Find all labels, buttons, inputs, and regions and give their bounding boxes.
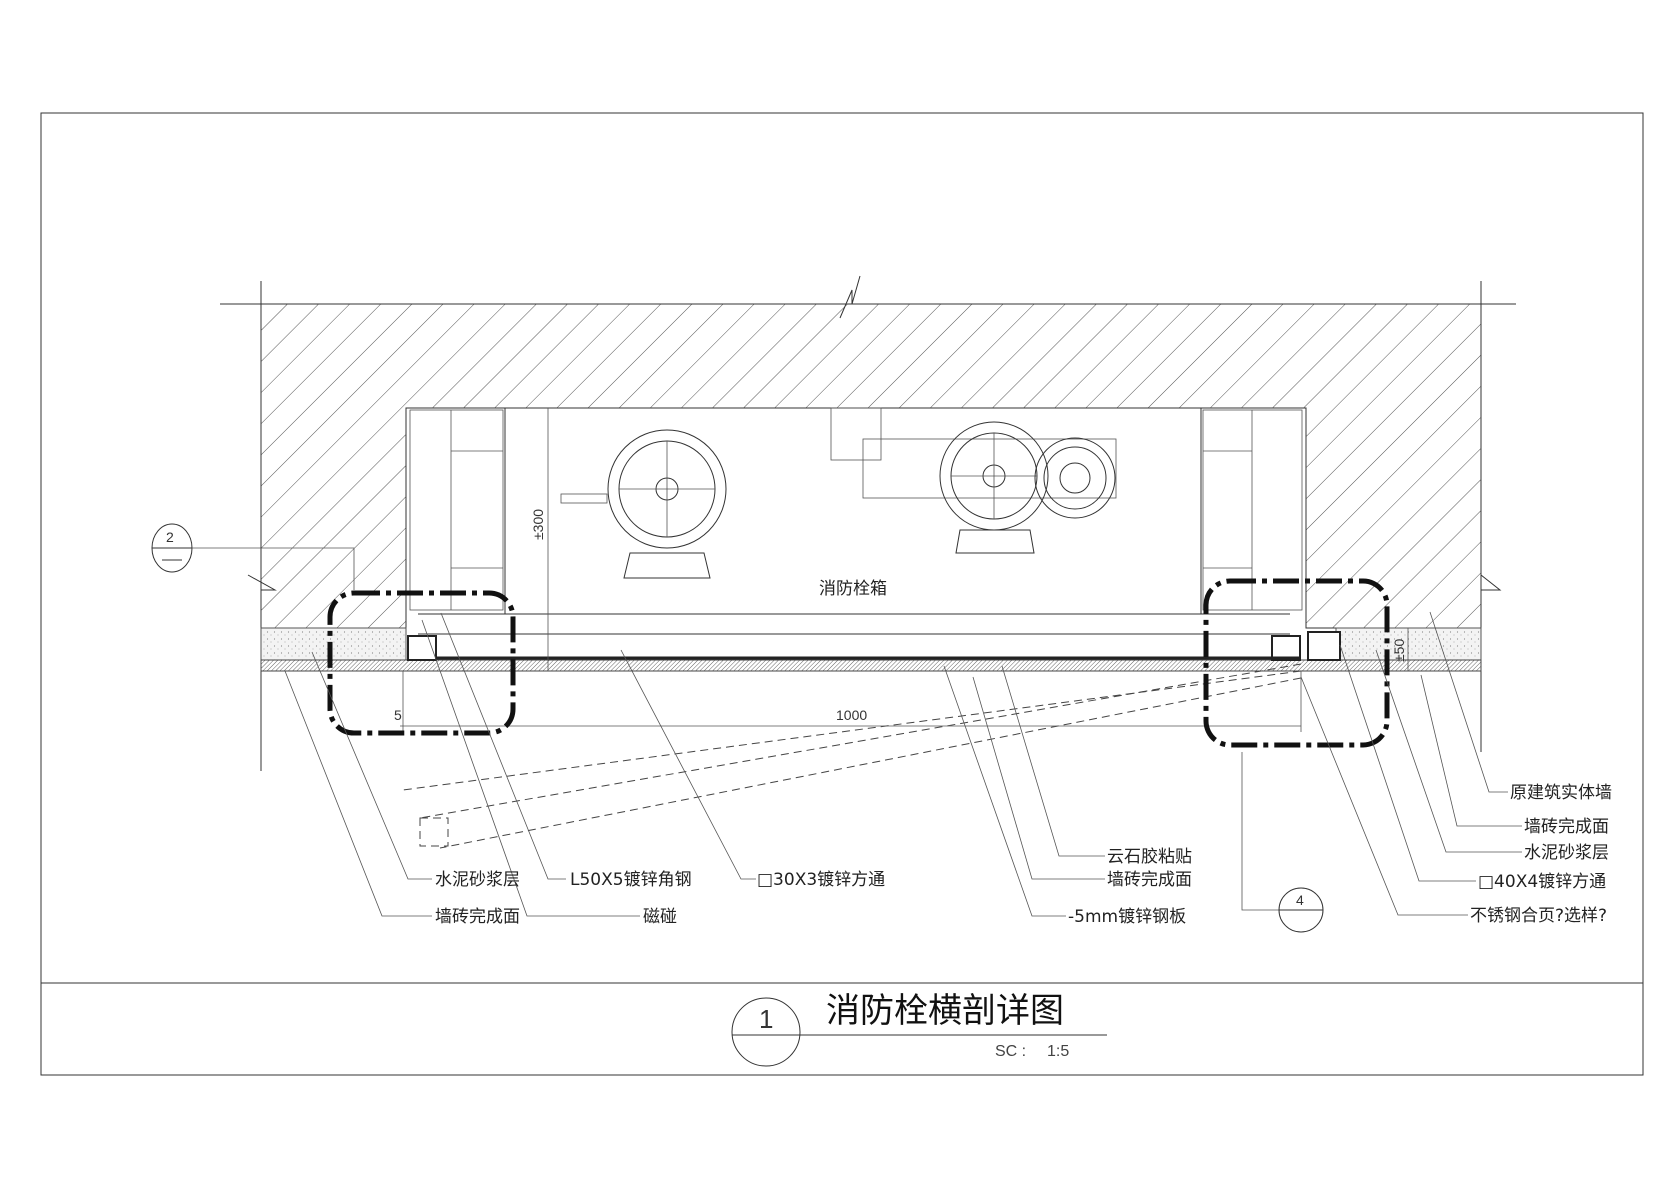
sheet-border — [40, 112, 1644, 1076]
label-tile-finish-left: 墙砖完成面 — [435, 907, 520, 927]
leader-lines — [284, 611, 1522, 917]
label-magnet-catch: 磁碰 — [643, 907, 677, 927]
door-swing-path — [402, 663, 1302, 849]
label-mortar-right: 水泥砂浆层 — [1524, 843, 1609, 863]
scale-label: SC : — [995, 1043, 1026, 1060]
label-marble-glue: 云石胶粘贴 — [1107, 847, 1192, 867]
label-existing-wall: 原建筑实体墙 — [1510, 783, 1612, 803]
dim-depth-text: ±300 — [530, 509, 546, 540]
tile-finish-strip — [260, 659, 1482, 672]
dim-finish-text: ±50 — [1391, 639, 1407, 662]
title-block: 1 消防栓横剖详图 SC : 1:5 — [731, 991, 1107, 1067]
label-steel-plate: -5mm镀锌钢板 — [1068, 907, 1186, 927]
svg-text:2: 2 — [166, 529, 174, 545]
detail-callout-right — [1203, 578, 1390, 748]
label-tile-finish-mid: 墙砖完成面 — [1107, 870, 1192, 890]
label-tile-finish-right: 墙砖完成面 — [1524, 817, 1609, 837]
svg-text:4: 4 — [1296, 892, 1304, 908]
label-square-tube-30: □30X3镀锌方通 — [757, 870, 885, 890]
label-mortar-left: 水泥砂浆层 — [435, 870, 520, 890]
cabinet-label: 消防栓箱 — [819, 579, 887, 599]
label-square-tube-40: □40X4镀锌方通 — [1478, 872, 1606, 892]
hose-reel-left-icon — [560, 429, 727, 579]
break-mark-top — [839, 275, 861, 319]
mortar-layer-right — [1335, 627, 1482, 661]
break-mark-right — [1480, 574, 1502, 591]
dim-gap-text: 5 — [394, 707, 402, 723]
drawing-title: 消防栓横剖详图 — [826, 991, 1064, 1031]
right-side-frame — [1202, 409, 1303, 611]
hose-reel-right-icon — [830, 407, 1117, 554]
scale-value: 1:5 — [1047, 1043, 1069, 1060]
section-ref-4[interactable]: 4 — [1241, 752, 1324, 933]
detail-number: 1 — [759, 1004, 773, 1034]
square-tube-40x4-b — [1307, 631, 1341, 661]
detail-callout-left — [327, 590, 516, 736]
square-tube-30x3 — [407, 635, 437, 661]
mortar-layer-left — [260, 627, 407, 661]
dim-width-text: 1000 — [836, 707, 867, 723]
label-angle-steel: L50X5镀锌角钢 — [570, 870, 692, 890]
square-tube-40x4-a — [1271, 635, 1301, 661]
section-ref-2[interactable]: 2 — [151, 523, 355, 590]
left-side-frame — [409, 409, 504, 611]
break-mark-left — [247, 574, 277, 591]
label-hinge: 不锈钢合页?选样? — [1470, 906, 1607, 926]
